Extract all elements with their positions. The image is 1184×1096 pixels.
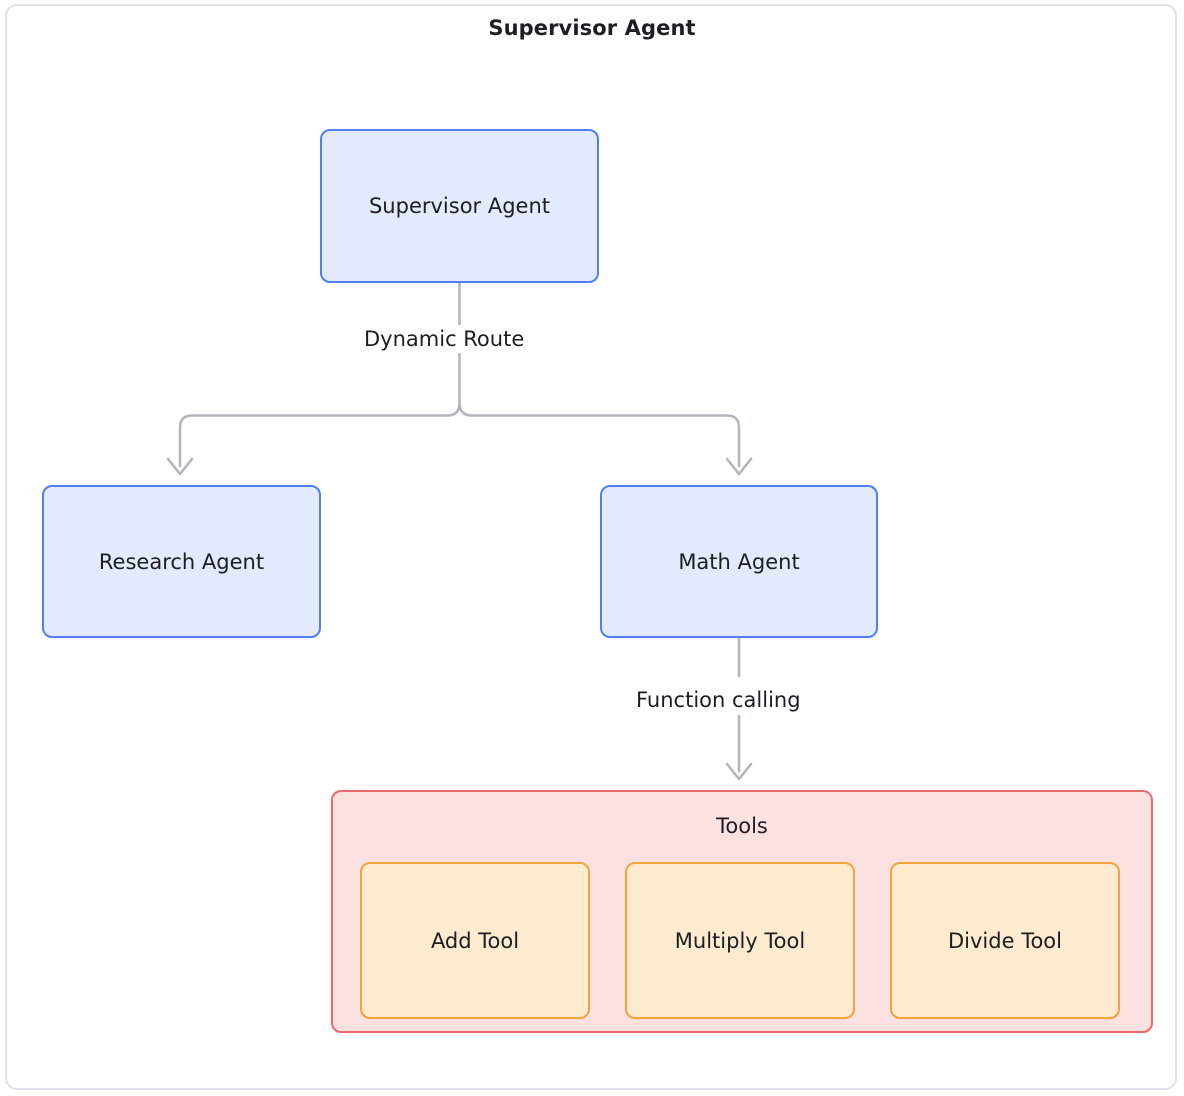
node-add-tool-label: Add Tool (430, 928, 520, 953)
node-math-agent-label: Math Agent (678, 549, 800, 574)
edge-label-dynamic-route: Dynamic Route (358, 325, 531, 353)
node-research-agent[interactable]: Research Agent (42, 485, 321, 638)
node-supervisor-agent-label: Supervisor Agent (368, 194, 551, 218)
node-multiply-tool-label: Multiply Tool (674, 928, 806, 953)
diagram-title: Supervisor Agent (488, 16, 696, 40)
node-math-agent[interactable]: Math Agent (600, 485, 878, 638)
edge-label-function-calling: Function calling (630, 686, 807, 714)
node-supervisor-agent[interactable]: Supervisor Agent (320, 129, 599, 283)
node-research-agent-label: Research Agent (98, 549, 265, 574)
cluster-tools-label: Tools (716, 814, 768, 838)
node-divide-tool-label: Divide Tool (948, 928, 1062, 953)
node-multiply-tool[interactable]: Multiply Tool (625, 862, 855, 1019)
node-divide-tool[interactable]: Divide Tool (890, 862, 1120, 1019)
node-add-tool[interactable]: Add Tool (360, 862, 590, 1019)
